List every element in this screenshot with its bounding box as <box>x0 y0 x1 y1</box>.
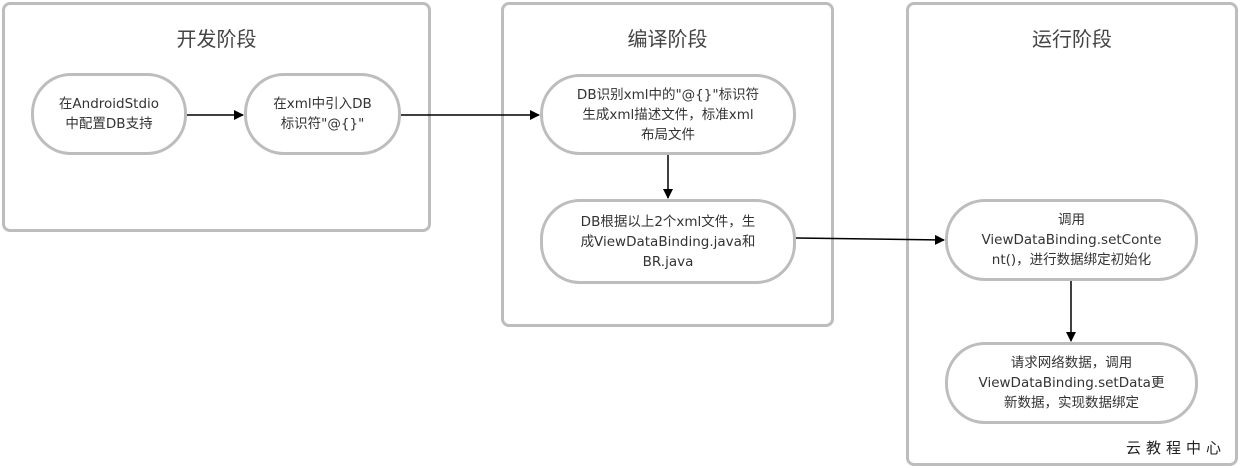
node-xml-identifier: 在xml中引入DB 标识符"@{}" <box>244 73 401 155</box>
node-text: 调用 ViewDataBinding.setConte nt()，进行数据绑定初… <box>981 212 1162 268</box>
watermark: 云教程中心 <box>1125 439 1226 457</box>
node-db-recognize: DB识别xml中的"@{}"标识符 生成xml描述文件，标准xml 布局文件 <box>540 74 796 155</box>
node-text: 在AndroidStdio 中配置DB支持 <box>58 96 160 132</box>
stage-title: 编译阶段 <box>627 27 708 51</box>
node-set-content: 调用 ViewDataBinding.setConte nt()，进行数据绑定初… <box>945 199 1198 281</box>
arrow-d-e <box>795 234 945 245</box>
node-text: DB识别xml中的"@{}"标识符 生成xml描述文件，标准xml 布局文件 <box>576 86 760 143</box>
stage-title: 运行阶段 <box>1032 27 1112 51</box>
node-configure-db: 在AndroidStdio 中配置DB支持 <box>31 73 187 155</box>
node-generate-binding: DB根据以上2个xml文件，生 成ViewDataBinding.java和 B… <box>540 199 796 284</box>
node-set-data: 请求网络数据，调用 ViewDataBinding.setData更 新数据，实… <box>945 342 1198 424</box>
stage-title: 开发阶段 <box>176 27 257 51</box>
node-text: 请求网络数据，调用 ViewDataBinding.setData更 新数据，实… <box>978 355 1165 411</box>
node-text: DB根据以上2个xml文件，生 成ViewDataBinding.java和 B… <box>580 213 756 270</box>
node-text: 在xml中引入DB 标识符"@{}" <box>273 96 372 132</box>
